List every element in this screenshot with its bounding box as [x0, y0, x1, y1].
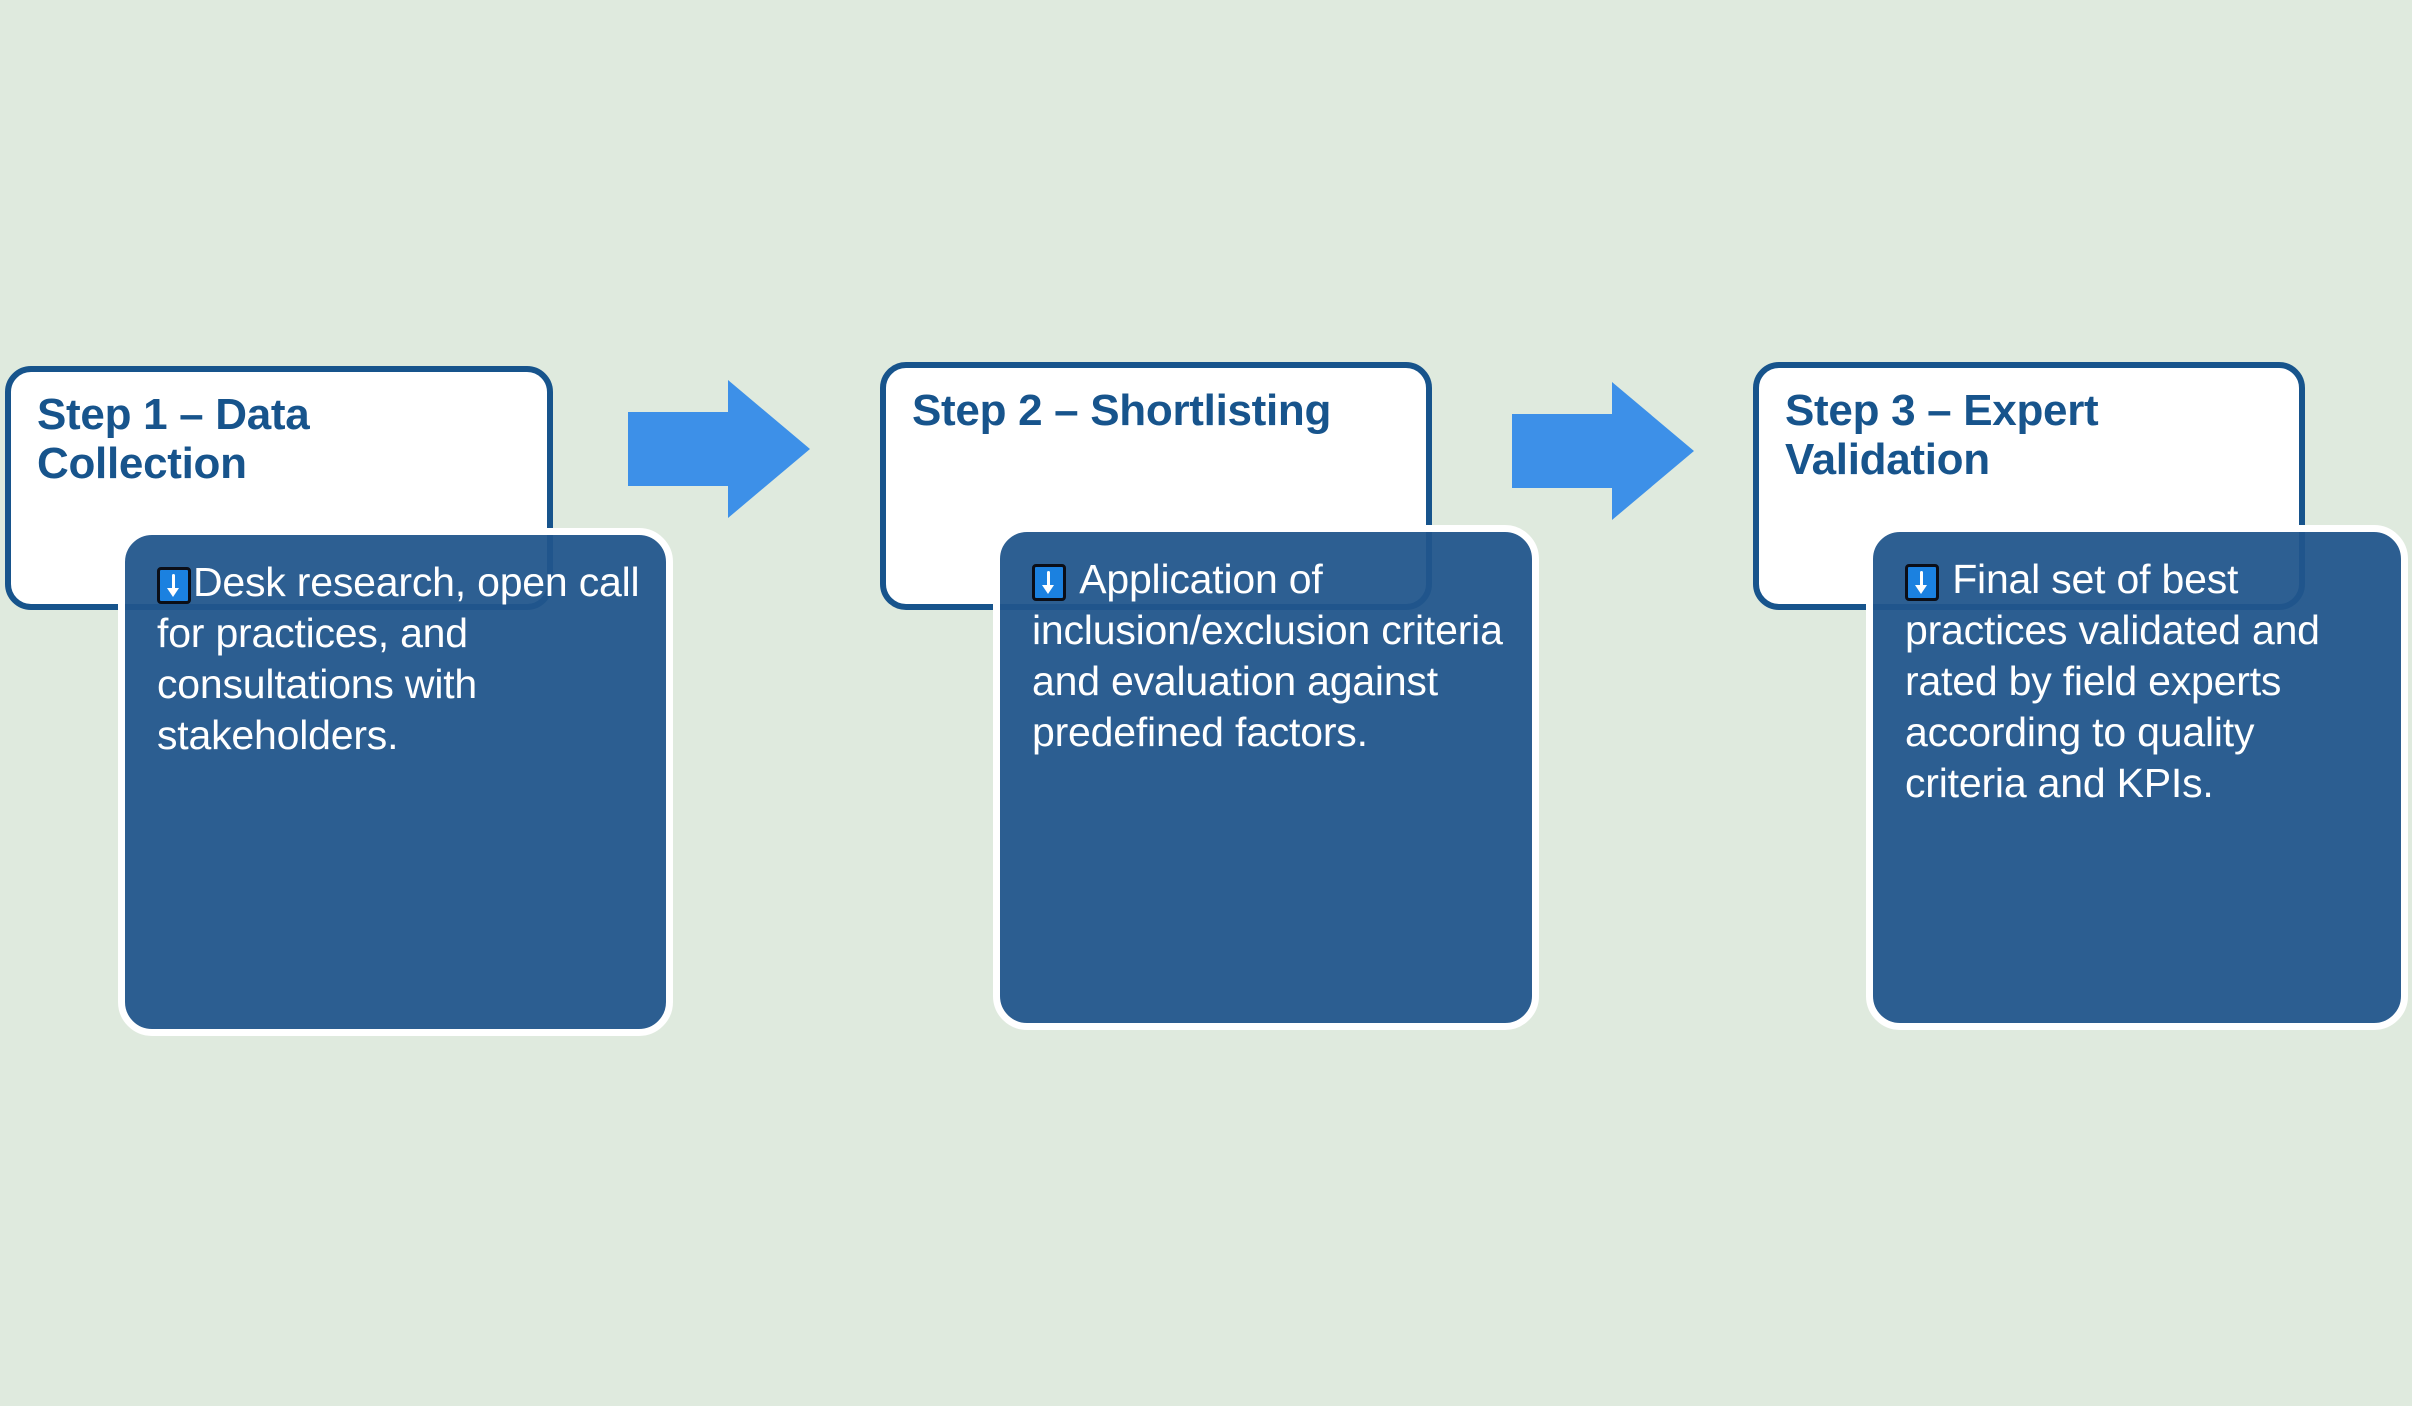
step-detail-3-body: Final set of best practices validated an… [1905, 556, 2320, 807]
down-arrow-icon [1905, 561, 1939, 601]
step-detail-card-3[interactable]: Final set of best practices validated an… [1866, 525, 2408, 1030]
step-detail-text-2: Application of inclusion/exclusion crite… [1032, 554, 1514, 758]
step-detail-text-3: Final set of best practices validated an… [1905, 554, 2383, 809]
step-title-1: Step 1 – Data Collection [37, 390, 310, 489]
step-detail-card-1[interactable]: Desk research, open call for practices, … [118, 528, 673, 1036]
flow-arrow-1 [628, 380, 810, 518]
down-arrow-icon [157, 564, 191, 604]
step-detail-1-body: Desk research, open call for practices, … [157, 559, 640, 759]
step-detail-text-1: Desk research, open call for practices, … [157, 557, 648, 761]
step-detail-card-2[interactable]: Application of inclusion/exclusion crite… [993, 525, 1539, 1030]
right-block-arrow-icon [628, 380, 810, 518]
step-title-2: Step 2 – Shortlisting [912, 386, 1332, 435]
step-title-3: Step 3 – Expert Validation [1785, 386, 2099, 485]
down-arrow-icon [1032, 561, 1066, 601]
right-block-arrow-icon [1512, 382, 1694, 520]
flow-arrow-2 [1512, 382, 1694, 520]
step-detail-2-body: Application of inclusion/exclusion crite… [1032, 556, 1503, 756]
